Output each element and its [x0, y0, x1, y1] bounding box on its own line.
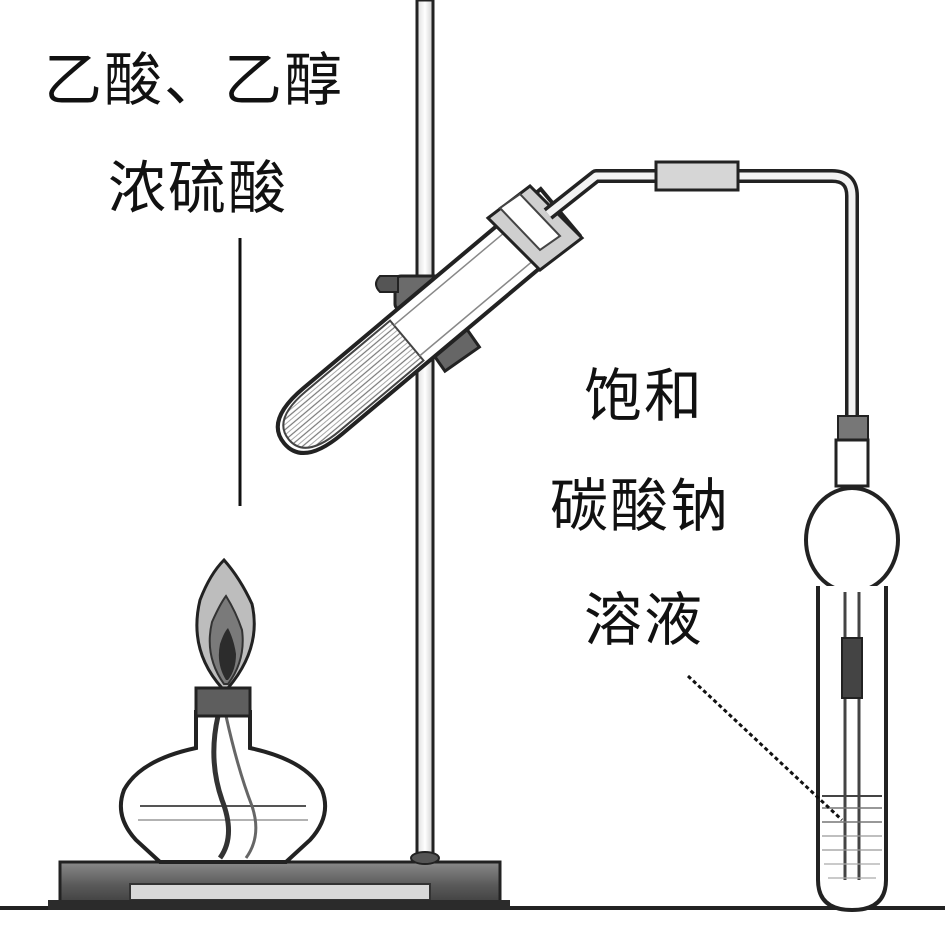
stand-base — [48, 860, 510, 910]
reaction-test-tube — [275, 186, 583, 455]
delivery-tube — [543, 160, 859, 418]
solution-label-line1: 饱和 — [584, 362, 705, 430]
carbonate-solution — [822, 795, 882, 879]
alcohol-lamp — [119, 557, 327, 864]
solution-label-line2: 碳酸钠 — [550, 472, 731, 540]
reaction-mixture — [282, 319, 425, 449]
reactants-label-line1: 乙酸、乙醇 — [44, 46, 345, 114]
collection-tube — [804, 415, 900, 913]
rubber-connector — [654, 160, 740, 192]
solution-label-line3: 溶液 — [584, 586, 705, 654]
solution-leader-line — [686, 674, 844, 822]
flame — [195, 557, 256, 690]
stand-rod — [410, 0, 440, 865]
reactants-label-line2: 浓硫酸 — [108, 154, 289, 222]
tube-stopper — [485, 184, 585, 272]
